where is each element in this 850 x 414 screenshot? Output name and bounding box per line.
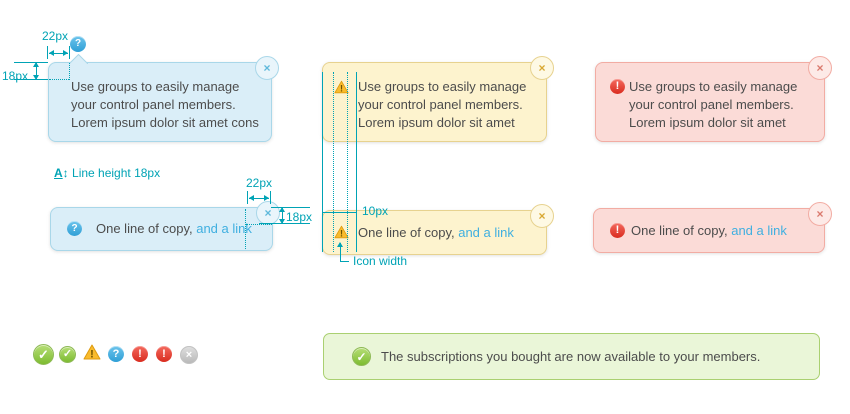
updown-arrow-icon: ↕ [62,166,69,180]
warning-icon: ! [83,344,101,360]
info-alert-oneline: ? × One line of copy, and a link [50,201,280,251]
measure-label-22px: 22px [42,29,69,43]
close-icon: × [180,346,198,364]
alert-text: Use groups to easily manage your control… [629,79,798,130]
success-icon-small: ✓ [59,346,76,363]
measure-label-18px: 18px [2,69,29,83]
svg-text:!: ! [340,229,343,239]
question-icon: ? [67,221,82,236]
alert-text: Use groups to easily manage your control… [358,79,527,130]
and-a-link[interactable]: and a link [458,224,514,240]
close-button[interactable]: × [530,56,554,80]
svg-text:!: ! [90,349,94,361]
warning-alert-oneline: ! × One line of copy, and a link [322,204,554,255]
measure-line [14,62,48,63]
line-height-annotation: A↕ Line height 18px [54,167,160,180]
close-button[interactable]: × [256,201,280,225]
measure-line [340,261,349,262]
alert-text: One line of copy, and a link [358,224,514,240]
close-button[interactable]: × [255,56,279,80]
close-icon: × [263,61,271,75]
line-height-label: Line height 18px [72,166,161,180]
icon-width-label: Icon width [353,254,408,268]
warning-icon: ! [334,225,349,239]
measure-label-22px: 22px [246,176,273,190]
question-icon: ? [70,36,86,52]
warning-alert-multiline: ! × Use groups to easily manage your con… [322,56,554,142]
and-a-link[interactable]: and a link [196,221,252,236]
error-alert-multiline: ! × Use groups to easily manage your con… [595,56,832,142]
text-height-icon: A [54,166,63,180]
success-icon-large: ✓ [33,344,54,365]
question-icon: ? [108,346,124,362]
close-icon: × [538,61,546,75]
close-button[interactable]: × [808,56,832,80]
close-icon: × [816,207,824,221]
success-icon: ✓ [352,347,371,366]
svg-text:!: ! [340,84,343,94]
info-tooltip-multiline: ? × Use groups to easily manage your con… [48,36,279,142]
close-icon: × [538,209,546,223]
warning-icon: ! [334,80,349,94]
error-icon: ! [132,346,148,362]
measure-label-18px: 18px [286,210,313,224]
error-icon: ! [610,223,625,238]
measure-arrow-vertical [33,62,39,80]
alert-text: Use groups to easily manage your control… [71,79,259,130]
alert-text: One line of copy, and a link [96,221,252,236]
measure-arrow-horizontal [47,46,70,59]
and-a-link[interactable]: and a link [731,222,787,238]
success-alert-bar: ✓ The subscriptions you bought are now a… [323,333,820,380]
error-alert-oneline: ! × One line of copy, and a link [593,202,832,253]
close-icon: × [264,206,272,220]
measure-arrow-vertical [279,207,285,224]
alert-text: One line of copy, and a link [631,222,787,238]
measure-line [14,79,48,80]
tooltip-tail [69,54,88,64]
error-icon: ! [610,79,625,94]
error-icon: ! [156,346,172,362]
close-button[interactable]: × [530,204,554,228]
alert-text: The subscriptions you bought are now ava… [381,348,761,364]
close-button[interactable]: × [808,202,832,226]
close-icon: × [816,61,824,75]
